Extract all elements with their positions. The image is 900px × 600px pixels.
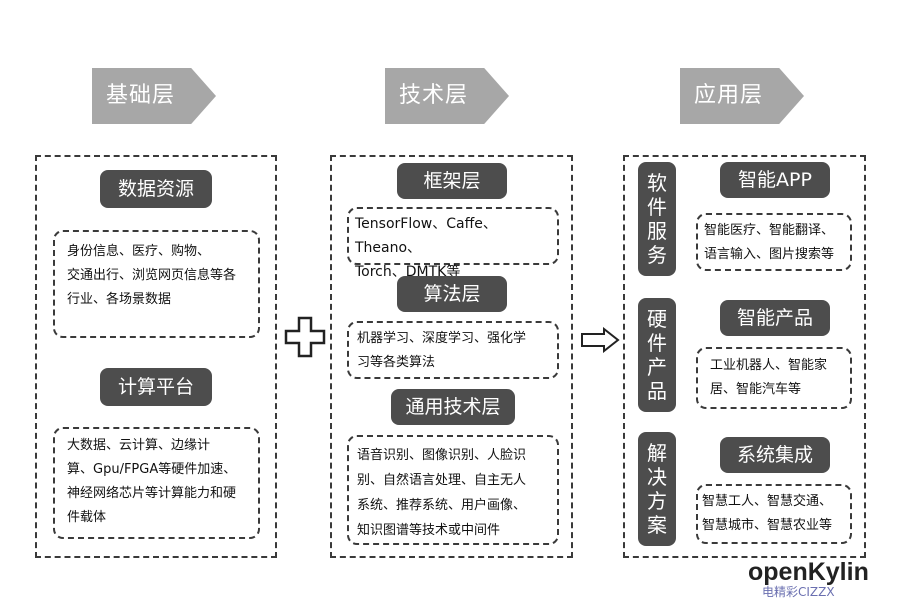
solution-char-4: 案 <box>647 513 667 537</box>
system-integration-label: 系统集成 <box>720 437 830 473</box>
system-integration-box: 智慧工人、智慧交通、 智慧城市、智慧农业等 <box>696 484 852 544</box>
plus-icon <box>284 316 326 358</box>
compute-platform-box: 大数据、云计算、边缘计 算、Gpu/FPGA等硬件加速、 神经网络芯片等计算能力… <box>53 427 260 539</box>
header-base-layer: 基础层 <box>92 68 216 124</box>
algorithm-layer-label: 算法层 <box>397 276 507 312</box>
right-arrow-icon <box>581 327 620 353</box>
software-services-label: 软 件 服 务 <box>638 162 676 276</box>
hardware-char-3: 产 <box>647 355 667 379</box>
base-layer-panel <box>35 155 277 558</box>
openkylin-logo-text: openKylin <box>748 558 869 586</box>
data-resources-label: 数据资源 <box>100 170 212 208</box>
solution-char-2: 决 <box>647 465 667 489</box>
smart-products-label: 智能产品 <box>720 300 830 336</box>
software-char-4: 务 <box>647 243 667 267</box>
framework-layer-box: TensorFlow、Caffe、Theano、 Torch、DMTK等 <box>347 207 559 280</box>
solutions-label: 解 决 方 案 <box>638 432 676 546</box>
solution-char-3: 方 <box>647 489 667 513</box>
framework-layer-label: 框架层 <box>397 163 507 199</box>
smart-app-box: 智能医疗、智能翻译、 语言输入、图片搜索等 <box>696 213 852 271</box>
general-tech-layer-box: 语音识别、图像识别、人脸识 别、自然语言处理、自主无人 系统、推荐系统、用户画像… <box>347 435 559 545</box>
software-char-2: 件 <box>647 195 667 219</box>
software-char-3: 服 <box>647 219 667 243</box>
general-tech-layer-label: 通用技术层 <box>391 389 515 425</box>
hardware-char-2: 件 <box>647 331 667 355</box>
app-layer-panel <box>623 155 866 558</box>
hardware-char-4: 品 <box>647 379 667 403</box>
software-char-1: 软 <box>647 171 667 195</box>
header-tech-layer: 技术层 <box>385 68 509 124</box>
hardware-char-1: 硬 <box>647 307 667 331</box>
compute-platform-label: 计算平台 <box>100 368 212 406</box>
smart-app-label: 智能APP <box>720 162 830 198</box>
header-app-layer: 应用层 <box>680 68 804 124</box>
tech-layer-panel <box>330 155 573 558</box>
data-resources-box: 身份信息、医疗、购物、 交通出行、浏览网页信息等各 行业、各场景数据 <box>53 230 260 338</box>
solution-char-1: 解 <box>647 441 667 465</box>
watermark-subtext: 电精彩CIZZX <box>762 585 835 599</box>
algorithm-layer-box: 机器学习、深度学习、强化学 习等各类算法 <box>347 321 559 379</box>
hardware-products-label: 硬 件 产 品 <box>638 298 676 412</box>
smart-products-box: 工业机器人、智能家 居、智能汽车等 <box>696 347 852 409</box>
